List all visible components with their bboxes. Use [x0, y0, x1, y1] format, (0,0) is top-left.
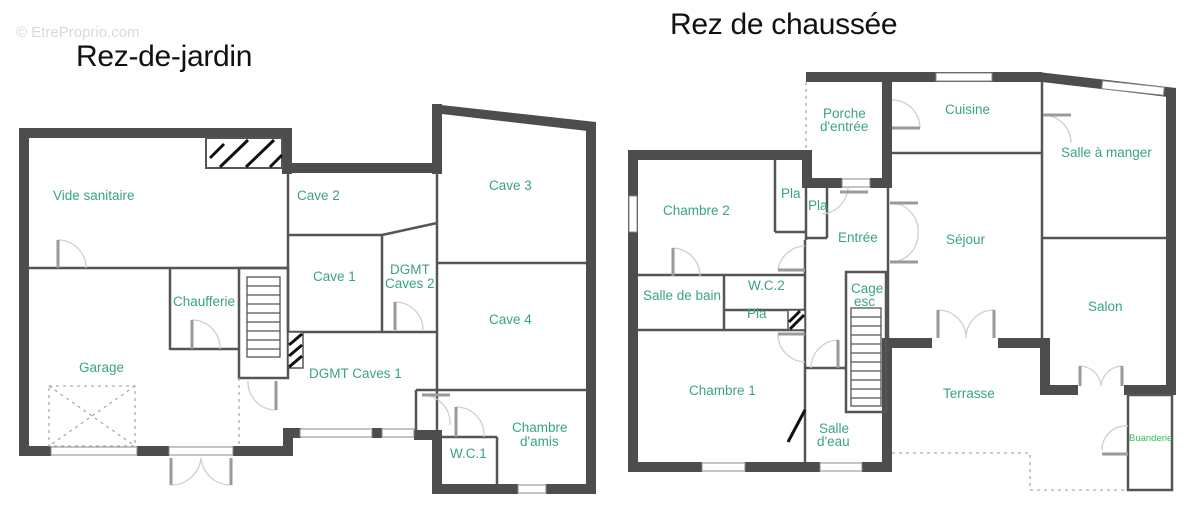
room-label: Terrasse: [943, 386, 995, 401]
room-label: Chambre 2: [663, 203, 730, 218]
room-label: W.C.1: [450, 446, 487, 461]
room-label: Entrée: [838, 230, 878, 245]
room-label: Pla: [747, 306, 767, 321]
room-label: Salon: [1088, 299, 1123, 314]
plan-rez-de-chaussee: [628, 72, 1176, 492]
room-label: DGMT: [390, 262, 430, 277]
room-label: d'amis: [520, 434, 559, 449]
room-label: Cave 4: [489, 312, 532, 327]
room-labels-rez-de-jardin: Vide sanitaire Cave 2 Cave 3 Cave 1 DGMT…: [53, 178, 568, 461]
room-labels-rez-de-chaussee: Porche d'entrée Cuisine Salle à manger C…: [643, 102, 1172, 449]
plan-rez-de-jardin: [19, 104, 596, 494]
room-label: W.C.2: [748, 278, 785, 293]
room-label: Séjour: [946, 232, 986, 247]
plan-title-rez-de-jardin: Rez-de-jardin: [76, 40, 253, 73]
room-label: Pla: [808, 198, 828, 213]
room-label: Chambre 1: [689, 383, 756, 398]
room-label: Vide sanitaire: [53, 188, 135, 203]
room-label: DGMT Caves 1: [309, 366, 402, 381]
room-label: Cave 1: [313, 269, 356, 284]
watermark: © EtreProprio.com: [16, 24, 140, 41]
room-label: Cave 3: [489, 178, 532, 193]
room-label: Chambre: [512, 420, 568, 435]
room-label: Porche: [823, 106, 866, 121]
room-label: Salle: [819, 421, 849, 436]
room-label: Chaufferie: [173, 294, 235, 309]
room-label: Buanderie: [1129, 433, 1172, 444]
plan-title-rez-de-chaussee: Rez de chaussée: [670, 8, 898, 41]
room-label: Caves 2: [385, 276, 435, 291]
room-label: Salle de bain: [643, 288, 721, 303]
room-label: Salle à manger: [1061, 145, 1152, 160]
room-label: Cuisine: [945, 102, 990, 117]
room-label: esc: [854, 294, 875, 309]
room-label: d'entrée: [820, 119, 868, 134]
room-label: Cave 2: [297, 188, 340, 203]
room-label: Garage: [79, 360, 124, 375]
room-label: Pla: [781, 186, 801, 201]
room-label: Cage: [851, 281, 883, 296]
room-label: d'eau: [817, 434, 850, 449]
